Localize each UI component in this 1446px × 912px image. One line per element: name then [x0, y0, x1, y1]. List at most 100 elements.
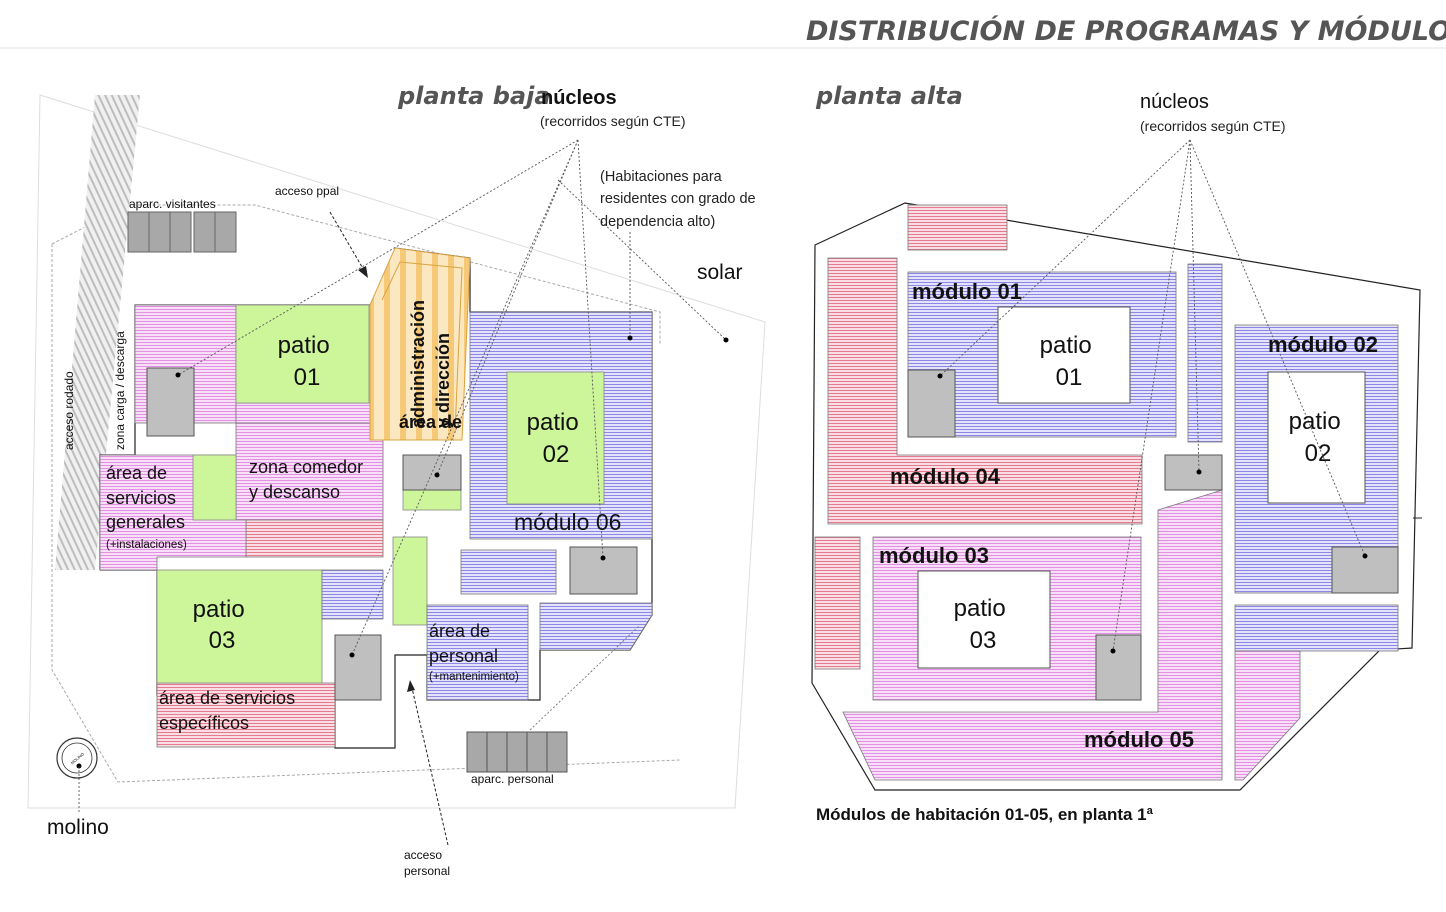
admin-inner-line — [381, 261, 463, 433]
acceso-personal-arrow — [411, 687, 449, 846]
core-ground-2 — [402, 454, 462, 491]
patio-01-upper — [997, 306, 1131, 404]
nucleos-leaders-upper — [939, 139, 1366, 652]
core-dots-upper — [937, 373, 1368, 654]
upper-caption: Módulos de habitación 01-05, en planta 1… — [816, 805, 1154, 824]
patio-01-ground-label: patio 01 — [278, 332, 337, 391]
patio-02-upper-word: patio — [1289, 408, 1341, 435]
patio-01-upper-label: patio 01 — [1040, 332, 1099, 391]
blue-block-b — [539, 602, 653, 651]
patio-03-upper — [917, 570, 1051, 669]
ground-floor-plan: MOLINO planta baja núcleos — [27, 82, 766, 878]
solar-label: solar — [697, 261, 743, 284]
habitaciones-note-line-2: residentes con grado de — [600, 191, 756, 207]
core-upper-2 — [1164, 454, 1223, 491]
core-ground-1 — [146, 367, 195, 437]
acceso-personal-label: acceso personal — [404, 848, 450, 878]
admin-label: área de — [399, 412, 462, 432]
patio-02-upper — [1267, 371, 1366, 504]
modulo-05-label: módulo 05 — [1084, 727, 1194, 752]
comedor-line-1: zona comedor — [249, 457, 363, 477]
personal-line-2: personal — [429, 646, 498, 666]
servicios-generales-line-2: servicios — [106, 488, 176, 508]
instalaciones-label: (+instalaciones) — [106, 539, 187, 551]
patio-02-ground-number: 02 — [543, 441, 570, 468]
pink-lower-right — [1234, 650, 1301, 781]
patio-01-upper-word: patio — [1040, 332, 1092, 359]
nucleos-sub-ground: (recorridos según CTE) — [540, 113, 686, 129]
acceso-personal-arrowhead — [407, 680, 415, 692]
red-top-block — [907, 204, 1008, 251]
patio-03-upper-label: patio 03 — [954, 595, 1013, 654]
nucleos-leaders-ground — [177, 139, 727, 656]
modulo-04-zone — [827, 257, 1143, 525]
core-ground-4 — [334, 634, 382, 701]
zona-carga-label: zona carga / descarga — [113, 331, 127, 450]
servicios-especificos-line-2: específicos — [159, 713, 249, 733]
patio-03-ground-word: patio — [193, 596, 245, 623]
molino-label: molino — [47, 816, 109, 839]
habitaciones-note-line-3: dependencia alto) — [600, 214, 715, 230]
patio-01-ground-number: 01 — [294, 364, 321, 391]
core-dots-ground — [175, 335, 729, 658]
personal-label: área de personal — [429, 621, 498, 666]
comedor-zone — [235, 422, 384, 521]
patio-01-ground-word: patio — [278, 332, 330, 359]
modulo-06-label: módulo 06 — [514, 509, 621, 535]
patio-03-upper-number: 03 — [970, 627, 997, 654]
patio-03-upper-word: patio — [954, 595, 1006, 622]
ground-floor-heading: planta baja — [397, 82, 551, 110]
red-left-strip — [814, 536, 861, 670]
aparc-personal-label: aparc. personal — [471, 772, 554, 786]
acceso-rodado-label: acceso rodado — [62, 371, 76, 450]
visitor-parking — [127, 211, 237, 253]
core-upper-1 — [907, 369, 956, 438]
green-strip-mid — [392, 536, 428, 626]
comedor-line-2: y descanso — [249, 482, 340, 502]
patio-03-ground-number: 03 — [209, 627, 236, 654]
comedor-red-band — [245, 519, 384, 558]
servicios-especificos-label: área de servicios específicos — [159, 688, 300, 733]
nucleos-title-ground: núcleos — [541, 87, 617, 109]
admin-label-2: administración — [408, 300, 428, 428]
personal-leader — [529, 624, 641, 731]
habitaciones-note-line-1: (Habitaciones para — [600, 169, 723, 185]
acceso-personal-line-1: acceso — [404, 848, 442, 862]
comedor-label: zona comedor y descanso — [249, 457, 368, 502]
blue-block-c — [321, 569, 384, 620]
servicios-especificos-line-1: área de servicios — [159, 688, 295, 708]
acceso-personal-line-2: personal — [404, 864, 450, 878]
servicios-especificos-zone — [156, 682, 336, 748]
blue-small-block — [1234, 604, 1399, 652]
upper-floor-plan: planta alta núcleos (recorridos según CT… — [811, 82, 1422, 824]
personal-zone — [426, 604, 529, 701]
molino-icon: MOLINO — [56, 737, 98, 779]
patio-02-upper-label: patio 02 — [1289, 408, 1348, 467]
green-under-core — [402, 489, 462, 511]
servicios-generales-line-3: generales — [106, 512, 185, 532]
modulo-04-label: módulo 04 — [890, 464, 1001, 489]
modulo-03-label: módulo 03 — [879, 543, 989, 568]
main-title: DISTRIBUCIÓN DE PROGRAMAS Y MÓDULOS — [806, 15, 1446, 47]
acceso-ppal-arrow — [329, 211, 366, 273]
patio-03-ground-label: patio 03 — [193, 596, 252, 654]
acceso-ppal-arrowhead — [358, 266, 368, 278]
patio-01-ground — [235, 304, 370, 404]
admin-zone — [369, 247, 471, 441]
admin-label-3: y dirección — [433, 333, 453, 428]
blue-block-a — [460, 549, 557, 595]
aparc-visitantes-label: aparc. visitantes — [129, 197, 216, 211]
servicios-generales-label: área de servicios generales — [106, 463, 185, 532]
nucleos-sub-upper: (recorridos según CTE) — [1140, 118, 1286, 134]
modulo-01-label: módulo 01 — [912, 279, 1022, 304]
personal-line-1: área de — [429, 621, 490, 641]
upper-floor-heading: planta alta — [815, 82, 963, 110]
admin-line-1: área de — [399, 412, 462, 432]
patio-02-ground-label: patio 02 — [527, 409, 586, 468]
patio-02-ground — [506, 371, 605, 505]
modulo-02-label: módulo 02 — [1268, 332, 1378, 357]
nucleos-title-upper: núcleos — [1140, 91, 1209, 113]
habitaciones-note: (Habitaciones para residentes con grado … — [600, 169, 760, 230]
core-ground-3 — [569, 546, 638, 595]
